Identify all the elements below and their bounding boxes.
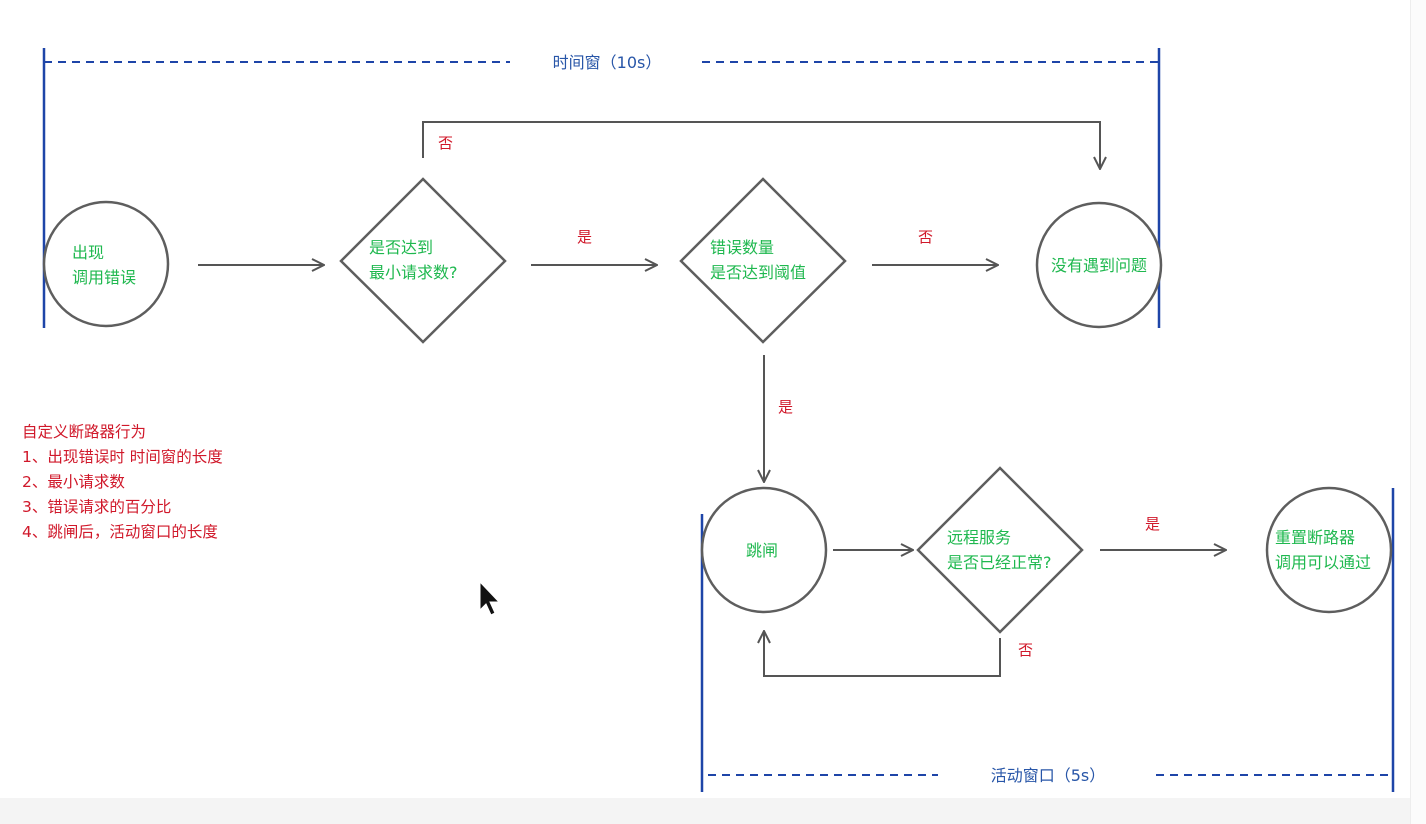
node-remote-normal-label: 远程服务是否已经正常? (947, 528, 1052, 572)
notes-item: 3、错误请求的百分比 (22, 498, 172, 516)
node-error-threshold-label: 错误数量是否达到阈值 (710, 238, 806, 282)
bottom-strip (0, 798, 1426, 824)
time-window-bracket (42, 48, 1161, 328)
notes-title: 自定义断路器行为 (22, 423, 147, 441)
edge-label-remote-no: 否 (1018, 641, 1033, 659)
node-error-threshold (679, 177, 847, 344)
notes-item: 2、最小请求数 (22, 473, 125, 491)
node-trip (700, 486, 828, 614)
node-remote-normal (916, 466, 1084, 634)
node-trip-label: 跳闸 (746, 541, 778, 560)
edge-label-remote-yes: 是 (1145, 515, 1160, 533)
node-error-occurs-label: 出现调用错误 (72, 243, 136, 287)
node-error-occurs (42, 200, 170, 328)
arrow-remote-no-loop (764, 632, 1001, 677)
active-window-label: 活动窗口（5s） (991, 766, 1106, 785)
arrow-min-no-loop (422, 121, 1100, 168)
node-reset-breaker-label: 重置断路器调用可以通过 (1275, 528, 1371, 572)
right-scroll-strip (1410, 0, 1426, 824)
node-no-problem-label: 没有遇到问题 (1051, 256, 1147, 275)
notes-item: 1、出现错误时 时间窗的长度 (22, 448, 223, 466)
notes-panel: 自定义断路器行为 1、出现错误时 时间窗的长度 2、最小请求数 3、错误请求的百… (22, 420, 342, 545)
notes-item: 4、跳闸后，活动窗口的长度 (22, 523, 218, 541)
edge-label-threshold-no: 否 (918, 228, 933, 246)
edge-label-min-yes: 是 (577, 228, 592, 246)
node-reset-breaker (1265, 486, 1393, 614)
time-window-label: 时间窗（10s） (553, 53, 662, 72)
mouse-pointer-icon (479, 580, 501, 616)
edge-label-min-no: 否 (438, 134, 453, 152)
node-no-problem (1035, 201, 1163, 329)
node-min-requests (339, 177, 507, 344)
edge-label-threshold-yes: 是 (778, 398, 793, 416)
node-min-requests-label: 是否达到最小请求数? (369, 238, 458, 282)
